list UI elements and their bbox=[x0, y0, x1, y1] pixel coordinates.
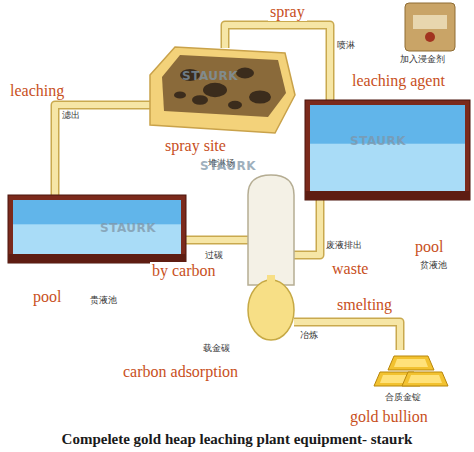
node-label: gold bullion bbox=[350, 408, 428, 426]
barren-solution-pool-drawing bbox=[305, 100, 470, 200]
pipe-outline bbox=[186, 236, 248, 245]
watermark: STAURK bbox=[100, 222, 156, 236]
node-label: 贵液池 bbox=[90, 295, 117, 305]
caption: Compelete gold heap leaching plant equip… bbox=[62, 431, 413, 448]
reagent-bag-drawing bbox=[405, 3, 455, 51]
chinese-label: 冶炼 bbox=[300, 330, 318, 340]
pipe-outline bbox=[294, 322, 400, 350]
carbon-column: 载金碳carbon adsorption bbox=[248, 175, 294, 340]
pipe bbox=[294, 200, 320, 255]
node-label: carbon adsorption bbox=[123, 363, 238, 381]
pipe-outline bbox=[294, 200, 320, 255]
chinese-label: 过碳 bbox=[205, 250, 223, 260]
pregnant-solution-pool: pool贵液池 bbox=[8, 195, 186, 263]
heap-leach-pile: spray site堆淋场 bbox=[150, 45, 295, 135]
reagent-bag: 加入浸金剂leaching agent bbox=[405, 3, 455, 51]
watermark: STAURK bbox=[350, 135, 406, 149]
node-label: leaching agent bbox=[352, 72, 445, 90]
pipe-label: smelting bbox=[335, 296, 394, 314]
node-label: 载金碳 bbox=[203, 343, 230, 353]
watermark: STAURK bbox=[200, 160, 256, 174]
pipe-label: waste bbox=[330, 260, 370, 278]
pregnant-solution-pool-drawing bbox=[8, 195, 186, 263]
barren-solution-pool: pool贫液池 bbox=[305, 100, 470, 200]
node-label: pool bbox=[415, 238, 443, 256]
heap-leach-pile-drawing bbox=[150, 45, 295, 135]
pipe bbox=[294, 322, 400, 350]
pipe-outline bbox=[55, 105, 150, 195]
chinese-label: 喷淋 bbox=[337, 40, 355, 50]
node-label: spray site bbox=[165, 137, 226, 155]
carbon-column-drawing bbox=[248, 175, 294, 340]
pipe-label: leaching bbox=[8, 82, 66, 100]
node-label: pool bbox=[33, 288, 61, 306]
chinese-label: 废液排出 bbox=[326, 240, 362, 250]
node-label: 贫液池 bbox=[420, 260, 447, 270]
pipe-label: by carbon bbox=[150, 262, 218, 280]
gold-bullion-bars: 合质金锭gold bullion bbox=[370, 350, 450, 388]
pipe bbox=[55, 105, 150, 195]
pipe bbox=[186, 237, 248, 243]
node-label: 合质金锭 bbox=[385, 392, 421, 402]
node-label: 加入浸金剂 bbox=[400, 54, 445, 64]
chinese-label: 滤出 bbox=[62, 110, 80, 120]
gold-bullion-bars-drawing bbox=[370, 350, 450, 388]
pipe-label: spray bbox=[268, 3, 307, 21]
watermark: STAURK bbox=[182, 70, 238, 84]
